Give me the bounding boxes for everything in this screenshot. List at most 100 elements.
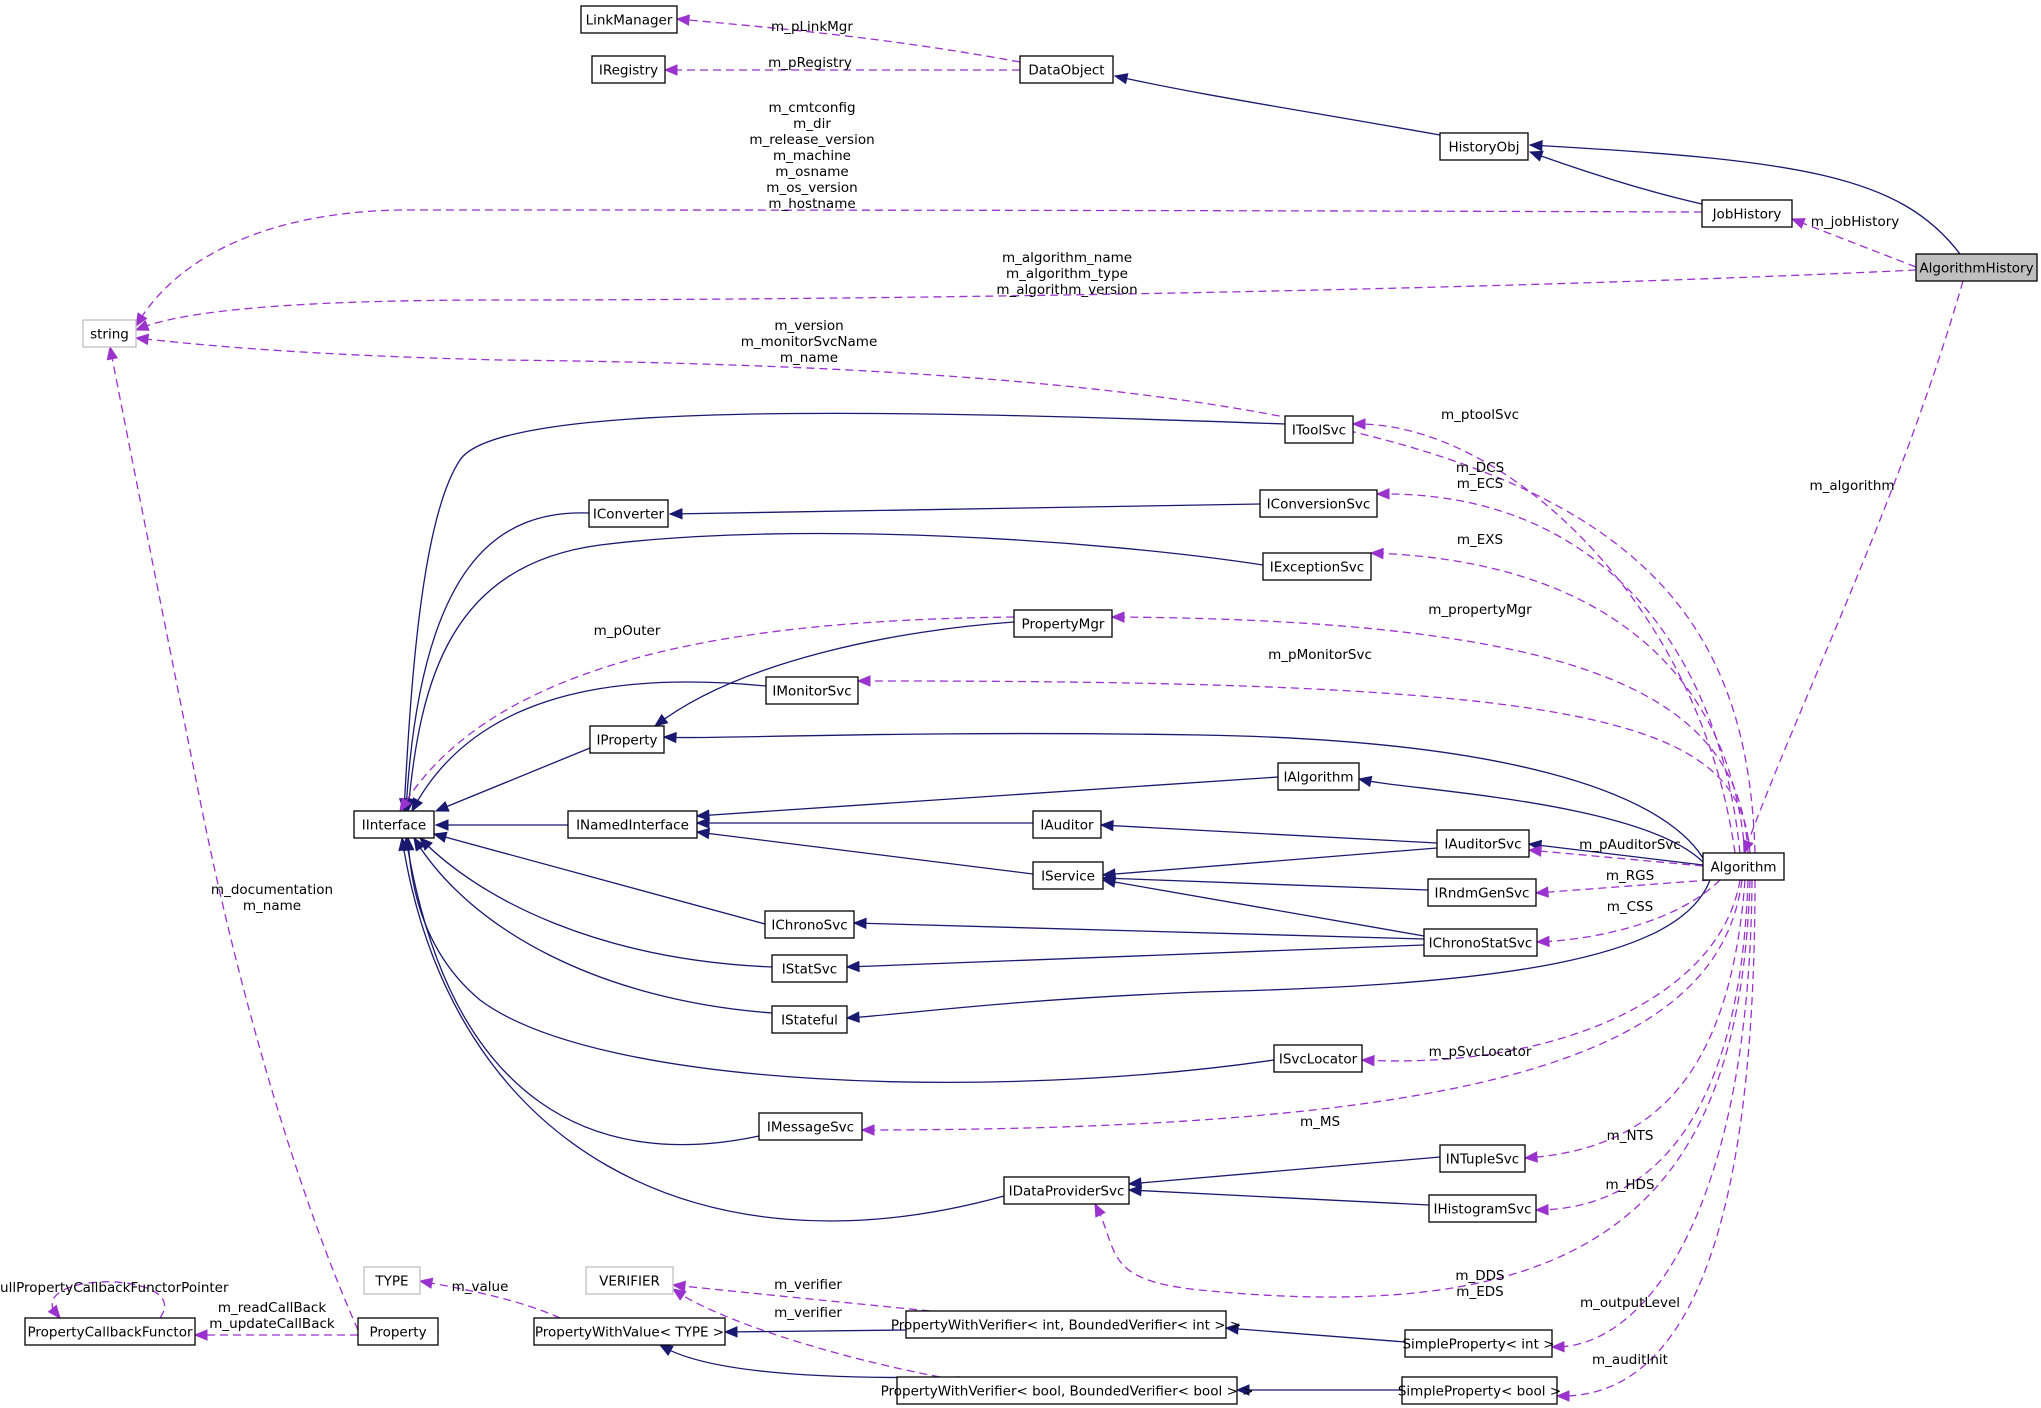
- arrow-head-icon: [434, 819, 449, 831]
- node-label: JobHistory: [1712, 207, 1782, 223]
- node-label: IExceptionSvc: [1270, 560, 1364, 576]
- arrow-head-icon: [134, 333, 150, 346]
- node-imessage-svc[interactable]: IMessageSvc: [758, 1112, 863, 1141]
- node-type[interactable]: TYPE: [363, 1266, 421, 1295]
- node-simple-property-int[interactable]: SimpleProperty< int >: [1402, 1329, 1555, 1358]
- edge-label-property-mgr: m_propertyMgr: [1428, 602, 1532, 618]
- node-property-with-value[interactable]: PropertyWithValue< TYPE >: [533, 1317, 726, 1346]
- node-label: SimpleProperty< int >: [1402, 1337, 1554, 1353]
- edge-iregistry-data-object: [663, 64, 1020, 76]
- node-job-history[interactable]: JobHistory: [1701, 199, 1793, 228]
- edge-iservice-irndm-gen-svc: [1101, 872, 1429, 891]
- node-property-mgr[interactable]: PropertyMgr: [1013, 609, 1113, 638]
- arrow-head-icon: [47, 1304, 61, 1320]
- edge-iservice-ichrono-stat-svc: [1101, 876, 1425, 937]
- edge-label-job-history: m_jobHistory: [1811, 214, 1900, 230]
- edge-isvc-locator-algorithm: [1360, 879, 1741, 1067]
- node-algorithm-history[interactable]: AlgorithmHistory: [1915, 253, 2038, 282]
- node-ihistogram-svc[interactable]: IHistogramSvc: [1428, 1194, 1537, 1223]
- node-link-manager[interactable]: LinkManager: [580, 5, 678, 34]
- edge-iinterface-istat-svc: [419, 837, 773, 968]
- edge-inamed-interface-iservice: [695, 827, 1034, 875]
- arrow-head-icon: [1099, 819, 1114, 832]
- node-iregistry[interactable]: IRegistry: [591, 55, 666, 84]
- edge-iinterface-ichrono-svc: [432, 831, 766, 925]
- arrow-head-icon: [1127, 1184, 1142, 1197]
- arrow-head-icon: [1527, 845, 1542, 857]
- edge-istat-svc-ichrono-stat-svc: [845, 944, 1425, 973]
- diagram-edges: [47, 14, 1964, 1402]
- edge-label-p-registry: m_pRegistry: [768, 55, 852, 71]
- node-label: IToolSvc: [1292, 423, 1346, 439]
- edge-itool-svc-algorithm: [1351, 418, 1736, 854]
- node-iauditor[interactable]: IAuditor: [1032, 810, 1102, 839]
- edge-label-rgs: m_RGS: [1606, 868, 1654, 884]
- arrow-head-icon: [1790, 218, 1806, 229]
- edge-iconverter-iconversion-svc: [668, 503, 1261, 520]
- node-inamed-interface[interactable]: INamedInterface: [567, 810, 698, 839]
- edge-label-hds: m_HDS: [1605, 1177, 1654, 1193]
- arrow-head-icon: [135, 312, 148, 328]
- arrow-head-icon: [1523, 1151, 1538, 1163]
- arrow-head-icon: [1351, 418, 1366, 430]
- node-iinterface[interactable]: IInterface: [353, 810, 435, 839]
- node-ialgorithm[interactable]: IAlgorithm: [1277, 762, 1360, 791]
- edge-verifier-property-with-verifier-int: [671, 1280, 931, 1312]
- arrow-head-icon: [106, 345, 119, 361]
- edge-istateful-algorithm: [845, 879, 1711, 1023]
- edge-string-job-history: [135, 209, 1703, 328]
- node-label: IAuditorSvc: [1444, 837, 1521, 853]
- edge-label-audit-init: m_auditInit: [1592, 1352, 1668, 1368]
- arrow-head-icon: [134, 320, 150, 331]
- edge-algorithm-algorithm-history: [1742, 280, 1964, 855]
- node-istateful[interactable]: IStateful: [771, 1005, 848, 1034]
- edge-type-property-with-value: [418, 1277, 561, 1319]
- node-label: INamedInterface: [576, 818, 689, 834]
- node-simple-property-bool[interactable]: SimpleProperty< bool >: [1398, 1376, 1561, 1405]
- node-label: Property: [369, 1325, 426, 1341]
- arrow-head-icon: [413, 836, 426, 852]
- node-irndm-gen-svc[interactable]: IRndmGenSvc: [1427, 878, 1537, 907]
- node-label: VERIFIER: [599, 1274, 660, 1290]
- arrow-head-icon: [845, 960, 860, 973]
- node-algorithm[interactable]: Algorithm: [1702, 852, 1785, 881]
- node-label: LinkManager: [586, 13, 673, 29]
- node-property-with-verifier-bool[interactable]: PropertyWithVerifier< bool, BoundedVerif…: [881, 1376, 1254, 1405]
- node-imonitor-svc[interactable]: IMonitorSvc: [765, 676, 859, 705]
- edge-property-callback-functor-property: [193, 1329, 358, 1341]
- node-label: string: [90, 327, 129, 343]
- arrow-head-icon: [695, 827, 711, 840]
- arrow-head-icon: [658, 1344, 674, 1357]
- node-ichrono-svc[interactable]: IChronoSvc: [764, 910, 855, 939]
- node-intuple-svc[interactable]: INTupleSvc: [1439, 1144, 1526, 1173]
- arrow-head-icon: [1369, 547, 1384, 560]
- edge-iinterface-idata-provider-svc: [398, 836, 1005, 1222]
- arrow-head-icon: [671, 1288, 687, 1301]
- node-itool-svc[interactable]: IToolSvc: [1284, 415, 1354, 444]
- node-data-object[interactable]: DataObject: [1019, 55, 1114, 84]
- node-ichrono-stat-svc[interactable]: IChronoStatSvc: [1423, 928, 1538, 957]
- node-history-obj[interactable]: HistoryObj: [1439, 132, 1529, 161]
- node-idata-provider-svc[interactable]: IDataProviderSvc: [1003, 1176, 1130, 1205]
- node-iconversion-svc[interactable]: IConversionSvc: [1259, 489, 1378, 518]
- edge-property-with-verifier-bool-simple-property-bool: [1235, 1384, 1402, 1396]
- node-property-with-verifier-int[interactable]: PropertyWithVerifier< int, BoundedVerifi…: [891, 1310, 1241, 1339]
- edge-iconversion-svc-algorithm: [1375, 488, 1741, 854]
- node-iexception-svc[interactable]: IExceptionSvc: [1262, 552, 1372, 581]
- edge-ihistogram-svc-algorithm: [1534, 879, 1749, 1216]
- node-string[interactable]: string: [82, 319, 137, 348]
- node-istat-svc[interactable]: IStatSvc: [771, 954, 848, 983]
- node-iauditor-svc[interactable]: IAuditorSvc: [1436, 829, 1530, 858]
- node-iconverter[interactable]: IConverter: [588, 499, 669, 528]
- edge-property-mgr-algorithm: [1110, 611, 1749, 854]
- node-isvc-locator[interactable]: ISvcLocator: [1273, 1044, 1363, 1073]
- node-iservice[interactable]: IService: [1032, 861, 1104, 890]
- node-iproperty[interactable]: IProperty: [589, 725, 665, 754]
- node-property[interactable]: Property: [357, 1317, 439, 1346]
- edge-iinterface-iproperty: [434, 747, 591, 812]
- node-property-callback-functor[interactable]: PropertyCallbackFunctor: [24, 1317, 196, 1346]
- node-verifier[interactable]: VERIFIER: [585, 1266, 674, 1295]
- edge-label-verifier-top: m_verifier: [774, 1277, 842, 1293]
